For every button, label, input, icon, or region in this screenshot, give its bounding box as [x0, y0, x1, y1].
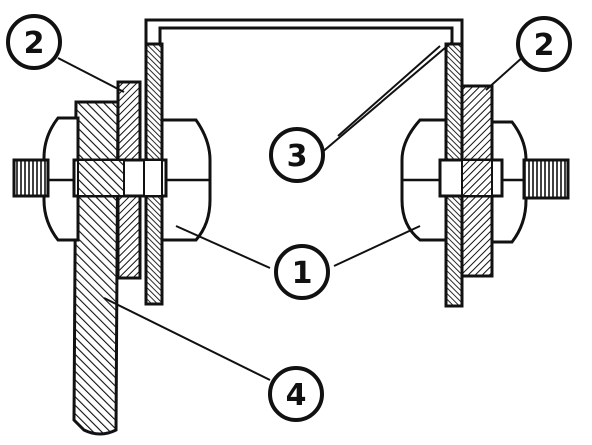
callout-2-left: 2 — [6, 14, 62, 70]
right-bolt-thread — [522, 158, 570, 200]
mounting-plate — [72, 100, 120, 436]
callout-label: 2 — [24, 26, 45, 61]
callout-3: 3 — [269, 127, 325, 183]
leader-lines — [57, 41, 525, 381]
callout-4: 4 — [268, 366, 324, 422]
callout-1: 1 — [274, 244, 330, 300]
callout-label: 4 — [286, 378, 307, 413]
callout-label: 1 — [292, 256, 313, 291]
callout-2-right: 2 — [516, 16, 572, 72]
right-nut-inner — [400, 118, 448, 242]
left-bolt-thread — [12, 158, 50, 198]
left-nut-outer — [42, 116, 80, 242]
left-assembly — [12, 42, 212, 436]
left-nut-inner — [160, 118, 212, 242]
callout-label: 3 — [287, 139, 308, 174]
callout-label: 2 — [534, 28, 555, 63]
right-assembly — [400, 42, 570, 308]
u-bracket — [144, 18, 464, 46]
